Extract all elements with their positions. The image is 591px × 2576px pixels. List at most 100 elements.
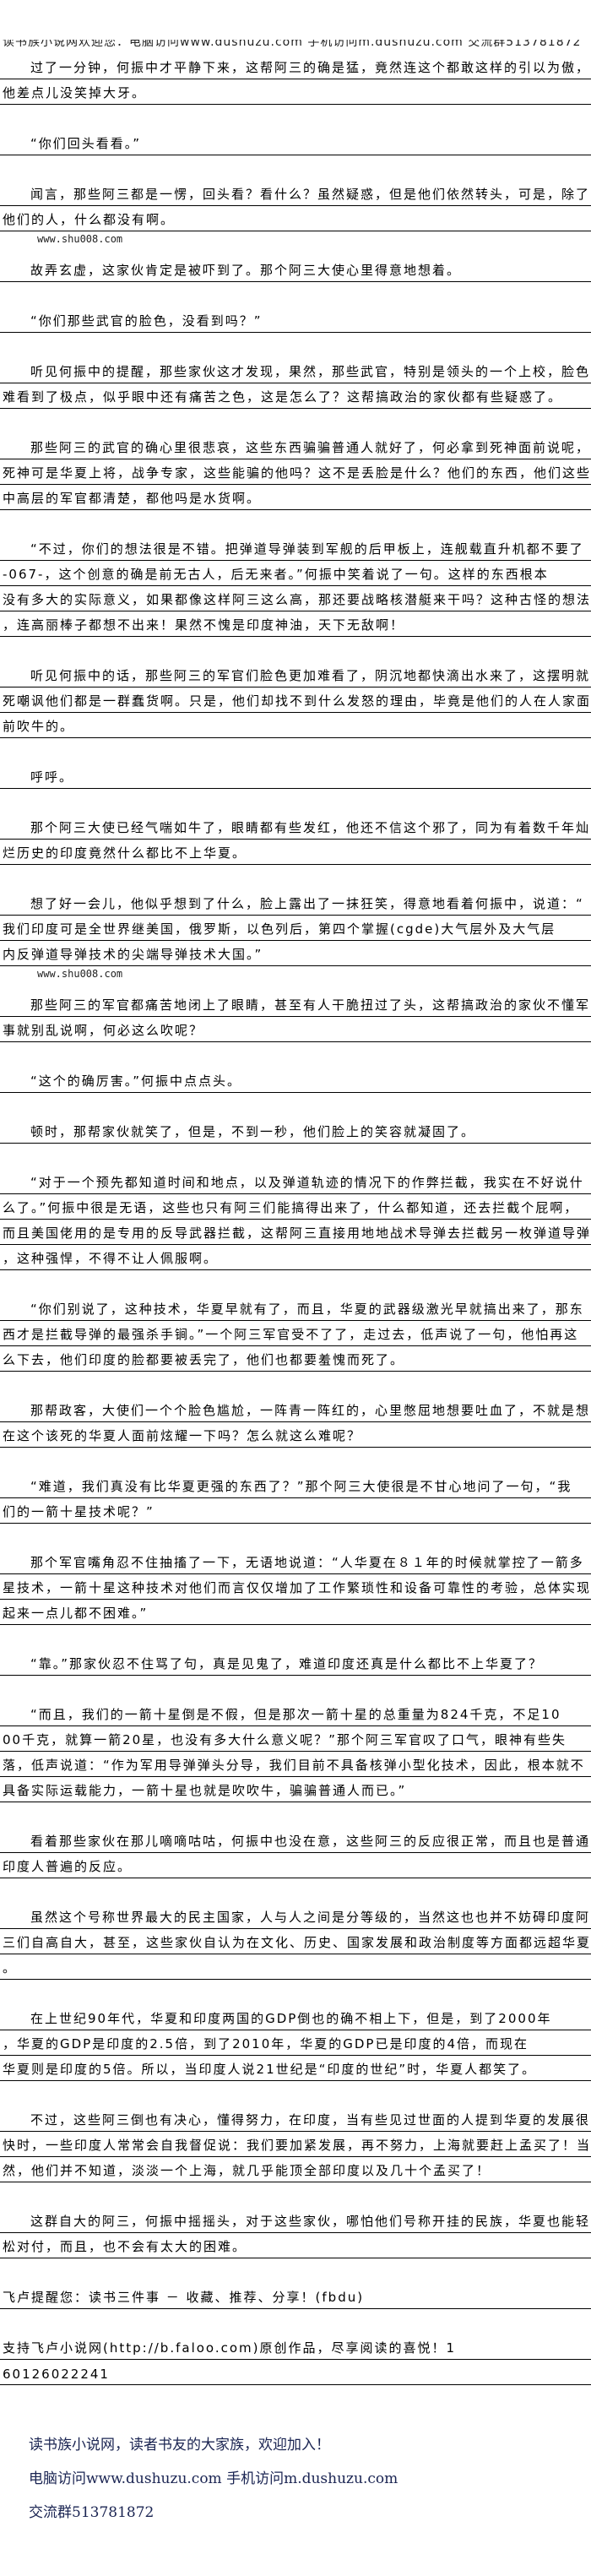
paragraph: “你们那些武官的脸色，没看到吗？” (0, 307, 591, 333)
paragraph-gap (0, 409, 591, 434)
site-watermark: www.shu008.com (37, 233, 123, 245)
paragraph-gap (0, 1625, 591, 1650)
text-line: 在上世纪90年代，华夏和印度两国的GDP倒也的确不相上下，但是，到了2000年 (0, 2005, 591, 2030)
paragraph: “你们别说了，这种技术，华夏早就有了，而且，华夏的武器级激光早就搞出来了，那东西… (0, 1296, 591, 1372)
paragraph: 过了一分钟，何振中才平静下来，这帮阿三的确是猛，竟然连这个都敢这样的引以为傲，他… (0, 54, 591, 105)
text-line: 死嘲讽他们都是一群蠢货啊。只是，他们却找不到什么发怒的理由，毕竟是他们的人在人家… (0, 687, 591, 713)
text-line: 事就别乱说啊，何必这么吹呢？ (0, 1017, 591, 1042)
text-line: 前吹牛的。 (0, 713, 591, 738)
text-line: 这群自大的阿三，何振中摇摇头，对于这些家伙，哪怕他们号称开挂的民族，华夏也能轻 (0, 2208, 591, 2233)
paragraph-gap (0, 637, 591, 662)
footer-group-number: 交流群513781872 (29, 2504, 155, 2521)
paragraph: 想了好一会儿，他似乎想到了什么，脸上露出了一抹狂笑，得意地看着何振中，说道：“我… (0, 890, 591, 966)
paragraph-gap (0, 1524, 591, 1549)
text-line: 。 (0, 1954, 591, 1980)
site-banner: 读书族小说网欢迎您：电脑访问www.dushuzu.com 手机访问m.dush… (0, 35, 591, 54)
text-line: 难看到了极点，似乎眼中还有痛苦之色，这是怎么了？这帮搞政治的家伙都有些疑惑了。 (0, 383, 591, 409)
text-line: 虽然这个号称世界最大的民主国家，人与人之间是分等级的，当然这也也并不妨碍印度阿 (0, 1904, 591, 1929)
text-line: 呼呼。 (0, 764, 591, 789)
paragraph-gap (0, 1270, 591, 1296)
paragraph: “你们回头看看。” (0, 130, 591, 155)
text-line: “靠。”那家伙忍不住骂了句，真是见鬼了，难道印度还真是什么都比不上华夏了？ (0, 1650, 591, 1676)
text-line: 死神可是华夏上将，战争专家，这些能骗的他吗？这不是丢脸是什么？他们的东西，他们这… (0, 459, 591, 485)
footer-site-links[interactable]: 电脑访问www.dushuzu.com 手机访问m.dushuzu.com (29, 2470, 399, 2487)
text-line: 想了好一会儿，他似乎想到了什么，脸上露出了一抹狂笑，得意地看着何振中，说道：“ (0, 890, 591, 916)
text-line: 他们的人，什么都没有啊。 (0, 206, 591, 231)
text-line: 内反弹道导弹技术的尖端导弹技术大国。” (0, 941, 591, 966)
paragraph-gap (0, 1372, 591, 1397)
text-line: 那个阿三大使已经气喘如牛了，眼睛都有些发红，他还不信这个邪了，同为有着数千年灿 (0, 814, 591, 840)
paragraph-gap (0, 2309, 591, 2334)
paragraph-gap (0, 1980, 591, 2005)
paragraph-gap (0, 1093, 591, 1118)
text-line: 飞卢提醒您：读书三件事 － 收藏、推荐、分享！(fbdu) (0, 2284, 591, 2309)
text-line: 那个军官嘴角忍不住抽搐了一下，无语地说道：“人华夏在８１年的时候就掌控了一箭多 (0, 1549, 591, 1574)
paragraph: 在上世纪90年代，华夏和印度两国的GDP倒也的确不相上下，但是，到了2000年，… (0, 2005, 591, 2081)
paragraph-gap (0, 1802, 591, 1828)
paragraph-gap (0, 333, 591, 358)
text-line: 中高层的军官都清楚，都他吗是水货啊。 (0, 485, 591, 510)
paragraph-gap (0, 1878, 591, 1904)
paragraph-gap (0, 105, 591, 130)
paragraph: 闻言，那些阿三都是一愣，回头看？看什么？虽然疑惑，但是他们依然转头，可是，除了他… (0, 181, 591, 231)
text-line: 听见何振中的提醒，那些家伙这才发现，果然，那些武官，特别是领头的一个上校，脸色 (0, 358, 591, 383)
paragraph: 那些阿三的军官都痛苦地闭上了眼睛，甚至有人干脆扭过了头，这帮搞政治的家伙不懂军事… (0, 992, 591, 1042)
text-line: 闻言，那些阿三都是一愣，回头看？看什么？虽然疑惑，但是他们依然转头，可是，除了 (0, 181, 591, 206)
paragraph: “难道，我们真没有比华夏更强的东西了？”那个阿三大使很是不甘心地问了一句，“我们… (0, 1473, 591, 1524)
paragraph-gap (0, 865, 591, 890)
text-line: 具备实际运载能力，一箭十星也就是吹吹牛，骗骗普通人而已。” (0, 1777, 591, 1802)
paragraph: 顿时，那帮家伙就笑了，但是，不到一秒，他们脸上的笑容就凝固了。 (0, 1118, 591, 1144)
paragraph: 呼呼。 (0, 764, 591, 789)
text-line: 支持飞卢小说网(http://b.faloo.com)原创作品，尽享阅读的喜悦！… (0, 2334, 591, 2360)
text-line: 么了。”何振中很是无语，这些也只有阿三们能搞得出来了，什么都知道，还去拦截个屁啊… (0, 1194, 591, 1220)
text-line: 么下去，他们印度的脸都要被丢完了，他们也都要羞愧而死了。 (0, 1346, 591, 1372)
text-line: 看着那些家伙在那儿嘀嘀咕咕，何振中也没在意，这些阿三的反应很正常，而且也是普通 (0, 1828, 591, 1853)
text-line: ，华夏的GDP是印度的2.5倍，到了2010年，华夏的GDP已是印度的4倍，而现… (0, 2030, 591, 2056)
text-line: 松对付，而且，也不会有太大的困难。 (0, 2233, 591, 2258)
text-line: “你们回头看看。” (0, 130, 591, 155)
text-line: 落，低声说道：“作为军用导弹弹头分导，我们目前不具备核弹小型化技术，因此，根本就… (0, 1752, 591, 1777)
text-line: 00千克，就算一箭20星，也没有多大什么意义呢？”那个阿三军官叹了口气，眼神有些… (0, 1726, 591, 1752)
notice-paragraph: 飞卢提醒您：读书三件事 － 收藏、推荐、分享！(fbdu) (0, 2284, 591, 2309)
paragraph: 听见何振中的话，那些阿三的军官们脸色更加难看了，阴沉地都快滴出水来了，这摆明就死… (0, 662, 591, 738)
text-line: 而且美国佬用的是专用的反导武器拦截，这帮阿三直接用地地战术导弹去拦截另一枚弹道导… (0, 1220, 591, 1245)
paragraph-gap (0, 282, 591, 307)
paragraph: 那些阿三的武官的确心里很悲哀，这些东西骗骗普通人就好了，何必拿到死神面前说呢，死… (0, 434, 591, 510)
text-line: 华夏则是印度的5倍。所以，当印度人说21世纪是“印度的世纪”时，华夏人都笑了。 (0, 2056, 591, 2081)
text-line: 他差点儿没笑掉大牙。 (0, 79, 591, 105)
paragraph: 那帮政客，大使们一个个脸色尴尬，一阵青一阵红的，心里憋屈地想要吐血了，不就是想在… (0, 1397, 591, 1448)
paragraph: 看着那些家伙在那儿嘀嘀咕咕，何振中也没在意，这些阿三的反应很正常，而且也是普通印… (0, 1828, 591, 1878)
text-line: 没有多大的实际意义，如果都像这样阿三这么高，那还要战略核潜艇来干吗？这种古怪的想… (0, 586, 591, 611)
paragraph: 故弄玄虚，这家伙肯定是被吓到了。那个阿三大使心里得意地想着。 (0, 257, 591, 282)
text-line: 们的一箭十星技术呢？” (0, 1498, 591, 1524)
paragraph: “不过，你们的想法很是不错。把弹道导弹装到军舰的后甲板上，连舰载直升机都不要了-… (0, 535, 591, 637)
paragraph: 虽然这个号称世界最大的民主国家，人与人之间是分等级的，当然这也也并不妨碍印度阿三… (0, 1904, 591, 1980)
text-line: “你们那些武官的脸色，没看到吗？” (0, 307, 591, 333)
paragraph-gap (0, 1448, 591, 1473)
site-banner-text: 读书族小说网欢迎您：电脑访问www.dushuzu.com 手机访问m.dush… (3, 35, 582, 49)
paragraph: “对于一个预先都知道时间和地点，以及弹道轨迹的情况下的作弊拦截，我实在不好说什么… (0, 1169, 591, 1270)
paragraph-gap (0, 2081, 591, 2106)
paragraph: 不过，这些阿三倒也有决心，懂得努力，在印度，当有些见过世面的人提到华夏的发展很快… (0, 2106, 591, 2182)
text-line: 顿时，那帮家伙就笑了，但是，不到一秒，他们脸上的笑容就凝固了。 (0, 1118, 591, 1144)
text-line: “不过，你们的想法很是不错。把弹道导弹装到军舰的后甲板上，连舰载直升机都不要了 (0, 535, 591, 561)
text-line: 三们自高自大，甚至，这些家伙自认为在文化、历史、国家发展和政治制度等方面都远超华… (0, 1929, 591, 1954)
text-line: 不过，这些阿三倒也有决心，懂得努力，在印度，当有些见过世面的人提到华夏的发展很 (0, 2106, 591, 2132)
notice-paragraph: 支持飞卢小说网(http://b.faloo.com)原创作品，尽享阅读的喜悦！… (0, 2334, 591, 2385)
text-line: 听见何振中的话，那些阿三的军官们脸色更加难看了，阴沉地都快滴出水来了，这摆明就 (0, 662, 591, 687)
paragraph: 这群自大的阿三，何振中摇摇头，对于这些家伙，哪怕他们号称开挂的民族，华夏也能轻松… (0, 2208, 591, 2258)
text-line: ，连高丽棒子都想不出来！果然不愧是印度神油，天下无敌啊！ (0, 611, 591, 637)
text-line: “而且，我们的一箭十星倒是不假，但是那次一箭十星的总重量为824千克，不足10 (0, 1701, 591, 1726)
text-line: 快时，一些印度人常常会自我督促说：我们要加紧发展，再不努力，上海就要赶上孟买了！… (0, 2132, 591, 2157)
text-line: 那帮政客，大使们一个个脸色尴尬，一阵青一阵红的，心里憋屈地想要吐血了，不就是想 (0, 1397, 591, 1422)
text-line: 然，他们并不知道，淡淡一个上海，就几乎能顶全部印度以及几十个孟买了！ (0, 2157, 591, 2182)
footer-welcome: 读书族小说网，读者书友的大家族，欢迎加入！ (29, 2437, 330, 2454)
paragraph: “靠。”那家伙忍不住骂了句，真是见鬼了，难道印度还真是什么都比不上华夏了？ (0, 1650, 591, 1676)
paragraph-gap (0, 1676, 591, 1701)
text-line: 故弄玄虚，这家伙肯定是被吓到了。那个阿三大使心里得意地想着。 (0, 257, 591, 282)
chapter-text: 读书族小说网欢迎您：电脑访问www.dushuzu.com 手机访问m.dush… (0, 29, 591, 2385)
paragraph-gap (0, 738, 591, 764)
text-line: ，这种强悍，不得不让人佩服啊。 (0, 1245, 591, 1270)
footer-promo: 读书族小说网，读者书友的大家族，欢迎加入！ 电脑访问www.dushuzu.co… (29, 2430, 398, 2531)
